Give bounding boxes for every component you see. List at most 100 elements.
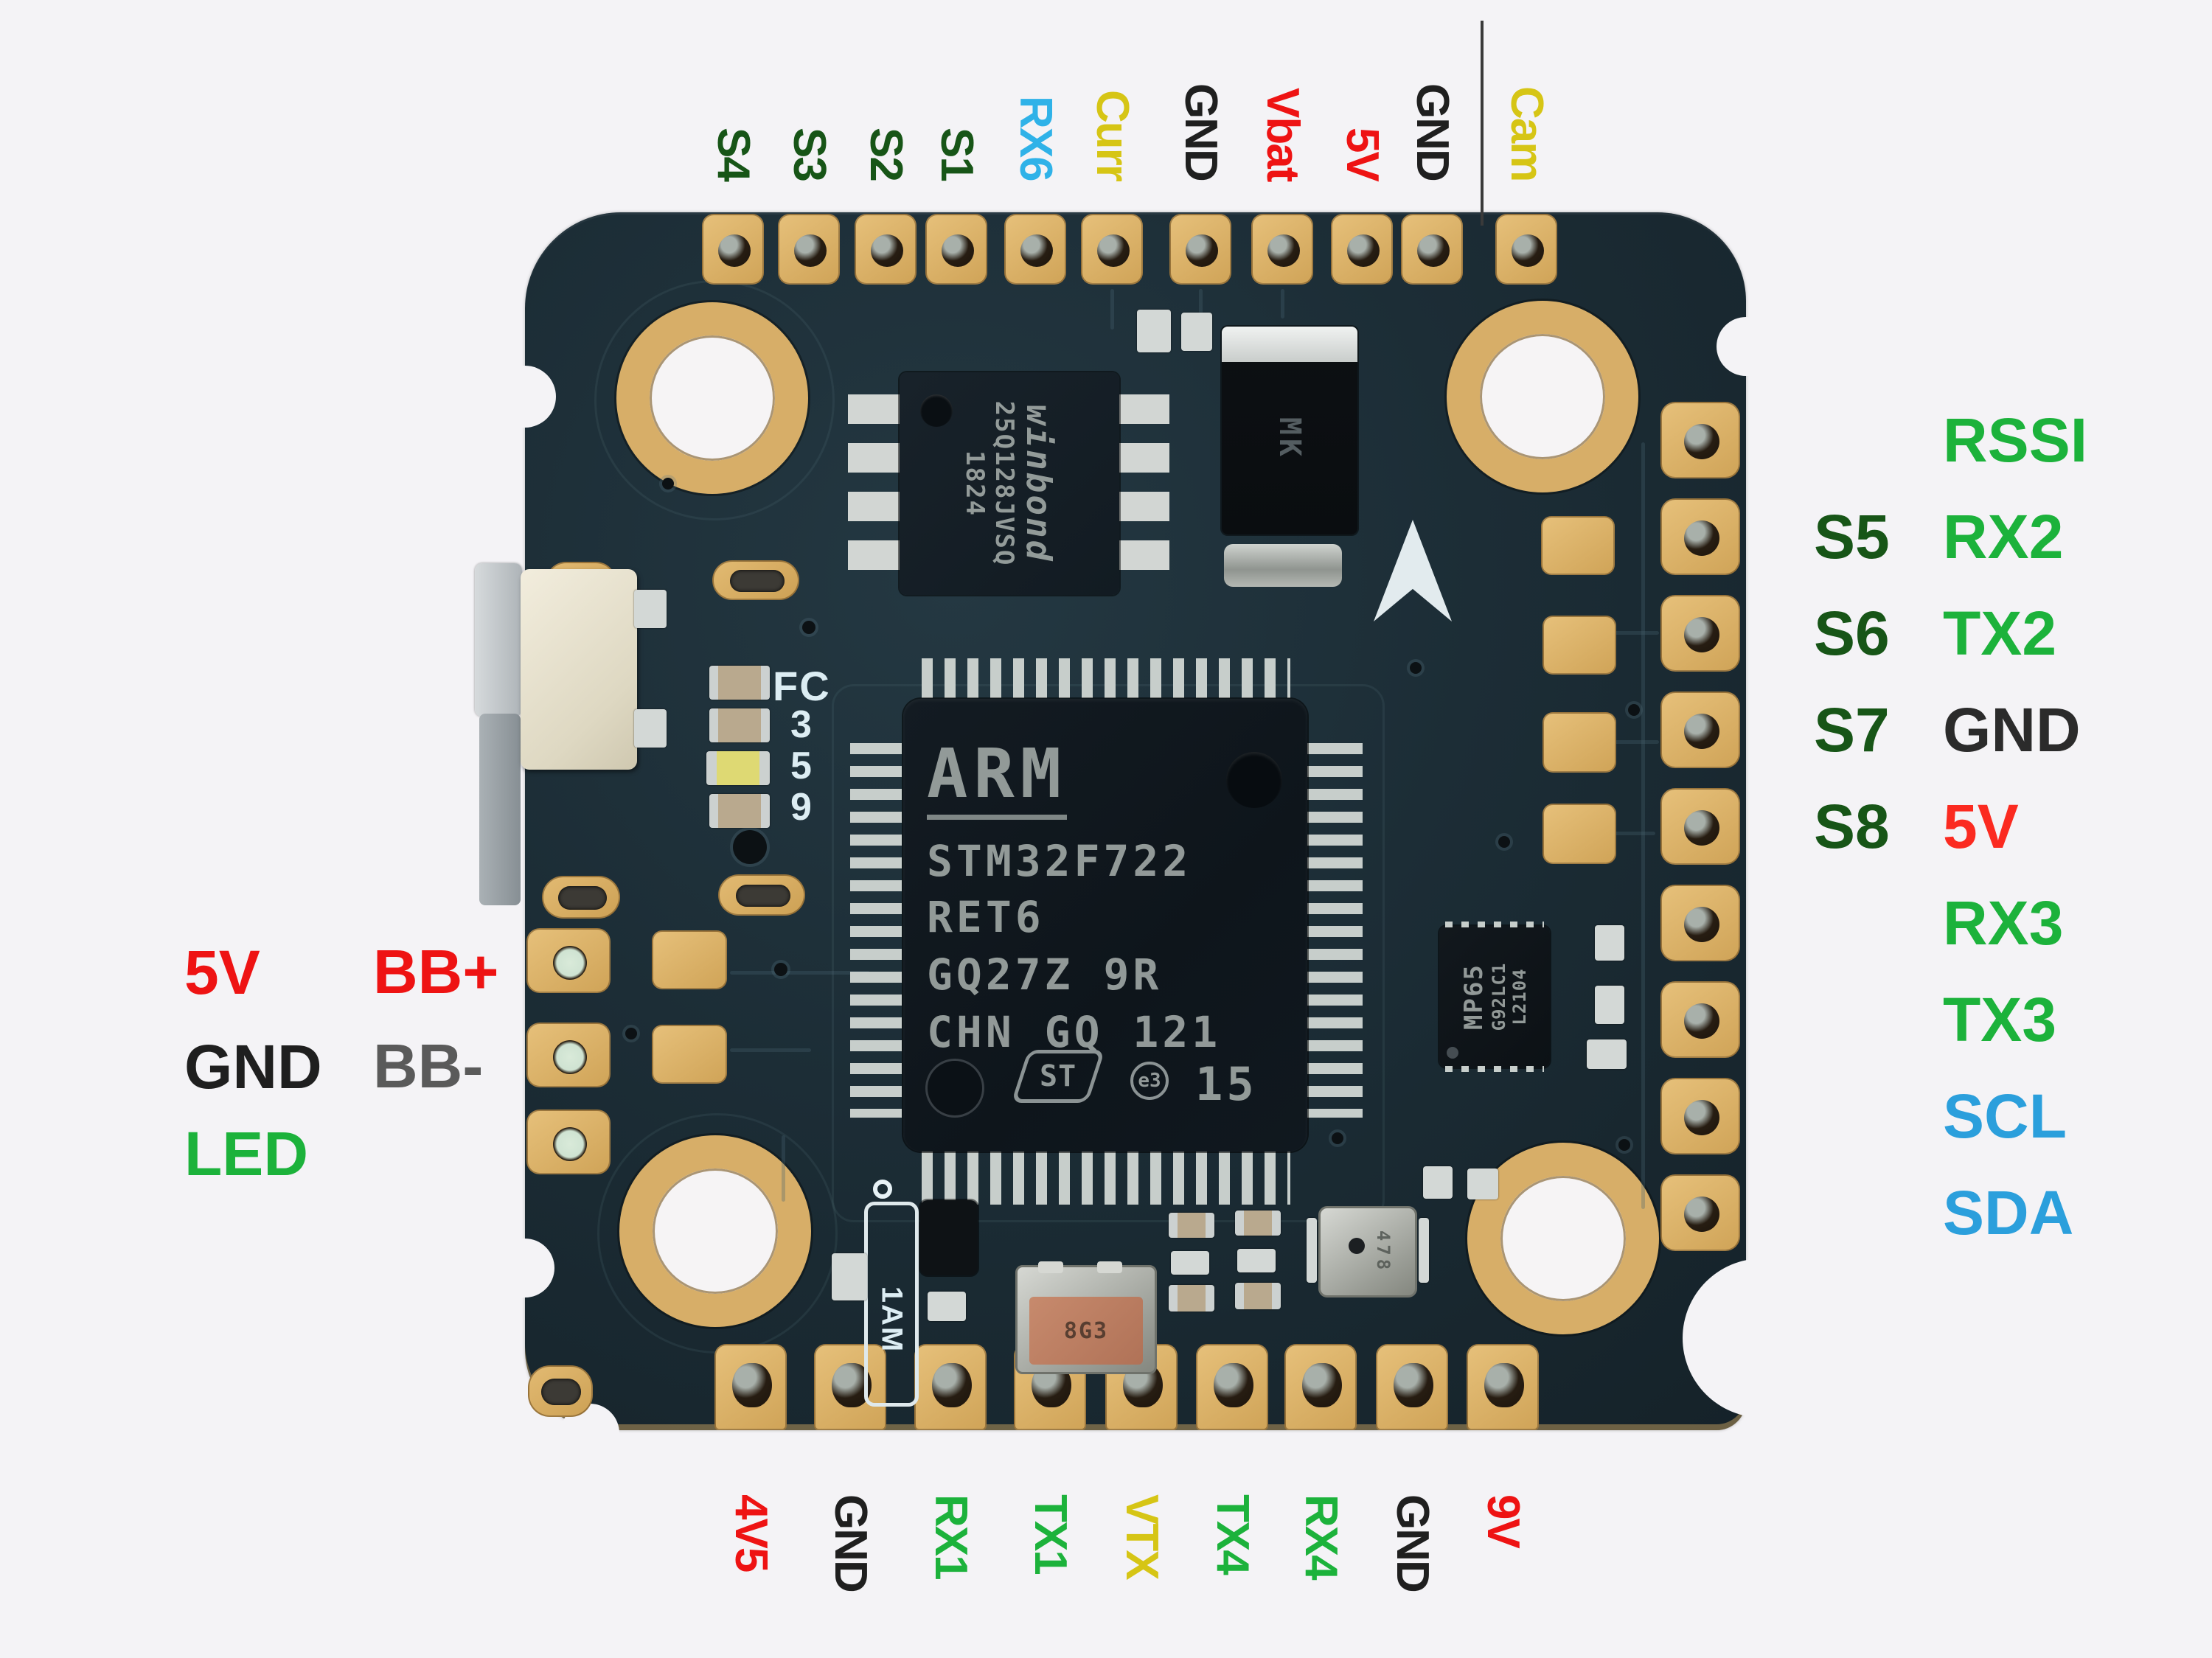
pad-hole [718, 234, 751, 267]
pad-top-s3 [778, 214, 840, 285]
board-notch-right-top [1717, 317, 1775, 376]
pad-top-cam [1495, 214, 1557, 285]
pad-bottom-gnd [1376, 1344, 1448, 1430]
gyro-part: MP65 [1459, 964, 1489, 1030]
status-led [709, 666, 770, 700]
board-notch-left-top [494, 366, 556, 428]
cam-group-divider [1481, 21, 1484, 226]
pad-right-tx2 [1660, 595, 1740, 672]
pin-label-top-s2: S2 [860, 128, 911, 181]
pad-oval [712, 560, 799, 600]
pad-top-gnd [1401, 214, 1463, 285]
pin-label-bottom-9v: 9V [1478, 1494, 1528, 1547]
st-logo: ST [1011, 1050, 1105, 1103]
cert-mark: e3 [1130, 1062, 1169, 1100]
mcu-origin: CHN GQ 121 [927, 1007, 1222, 1057]
pad-top-s4 [702, 214, 764, 285]
pad-hole [1684, 810, 1719, 846]
flash-part: 25Q128JVSQ [990, 400, 1019, 567]
pin-label-left-led: LED [184, 1119, 308, 1188]
pin-label-top-curr: Curr [1087, 90, 1138, 181]
pad-top-s2 [855, 214, 917, 285]
pad-bottom-4v5 [714, 1344, 787, 1430]
pad-square-right [1543, 804, 1616, 864]
transistor [920, 1200, 978, 1275]
mcu-brand: ARM [927, 734, 1068, 820]
silkscreen-ring [873, 1180, 892, 1199]
pin-label-right-rx3: RX3 [1943, 888, 2064, 958]
silkscreen-fc-digits: 3 5 9 [790, 703, 812, 829]
pin-label-top-gnd: GND [1175, 83, 1226, 181]
pin-label-top-5v: 5V [1337, 128, 1388, 181]
pad-hole [1684, 907, 1719, 942]
pin-label-left-gnd: GND [184, 1032, 322, 1101]
pad-hole [1267, 234, 1300, 267]
diode: MK [1222, 327, 1357, 534]
pin-label-right-scl: SCL [1943, 1081, 2067, 1151]
pad-left-led [526, 1110, 611, 1174]
pad-hole [932, 1363, 972, 1407]
pad-bottom-rx4 [1284, 1344, 1357, 1430]
pin-label-left-bbplus: BB+ [373, 937, 499, 1006]
mcu-batch: 15 [1195, 1057, 1258, 1111]
mounting-hole-top-right [1447, 301, 1638, 492]
pad-top-gnd [1169, 214, 1231, 285]
pin-label-top-cam: Cam [1501, 86, 1552, 181]
pad-right-rssi [1660, 402, 1740, 478]
pad-left-bbminus [652, 1025, 727, 1084]
flash-chip: winbond 25Q128JVSQ 1824 [900, 372, 1119, 595]
pin-label-right-rssi: RSSI [1943, 405, 2088, 475]
mcu-part-number: STM32F722 [927, 836, 1192, 886]
flash-date: 1824 [960, 450, 990, 517]
pad-top-s1 [925, 214, 987, 285]
pad-left-bbplus [652, 930, 727, 989]
pin-label-top-rx6: RX6 [1010, 96, 1061, 181]
pin-label-right-s6: S6 [1814, 599, 1890, 668]
pad-right-rx3 [1660, 885, 1740, 961]
pin-label-right-s5: S5 [1814, 502, 1890, 571]
pin-label-bottom-tx1: TX1 [1025, 1494, 1076, 1574]
pad-bottom-rx1 [914, 1344, 987, 1430]
pad-hole [1097, 234, 1130, 267]
pad-top-5v [1331, 214, 1393, 285]
pad-hole [1186, 234, 1218, 267]
pin-label-top-s1: S1 [931, 128, 982, 181]
transistor-marking: 1AM [875, 1286, 908, 1354]
pin-label-right-s7: S7 [1814, 695, 1890, 764]
pad-top-vbat [1251, 214, 1313, 285]
pad-bottom-gnd [814, 1344, 886, 1430]
pin-label-top-s4: S4 [708, 128, 759, 181]
pad-hole [1512, 234, 1544, 267]
pad-left-gnd [526, 1023, 611, 1087]
pin-label-right-5v: 5V [1943, 792, 2019, 861]
pad-hole [553, 1127, 587, 1161]
pin-label-right-gnd: GND [1943, 695, 2081, 764]
mcu-chip: ARM STM32F722 RET6 GQ27Z 9R CHN GQ 121 S… [903, 699, 1307, 1152]
mcu-lot-code: GQ27Z 9R [927, 950, 1163, 1000]
pin-label-right-rx2: RX2 [1943, 502, 2064, 571]
boot-switch-body[interactable] [521, 569, 637, 770]
pin-label-bottom-gnd: GND [1387, 1494, 1438, 1592]
pad-right-tx3 [1660, 981, 1740, 1058]
pad-hole [1684, 714, 1719, 749]
pad-hole [871, 234, 903, 267]
pad-hole [732, 1363, 772, 1407]
pin-label-bottom-rx1: RX1 [925, 1494, 976, 1579]
pad-square-right [1541, 516, 1615, 575]
pad-hole [794, 234, 827, 267]
pad-top-rx6 [1004, 214, 1066, 285]
boot-switch-lever[interactable] [475, 563, 522, 717]
gyro-date: L2104 [1509, 968, 1530, 1025]
silkscreen-fc-label: FC [773, 663, 831, 709]
pad-hole [942, 234, 974, 267]
status-led [709, 708, 770, 742]
pad-right-rx2 [1660, 498, 1740, 575]
pin-label-top-vbat: Vbat [1257, 87, 1308, 181]
pin-label-right-tx2: TX2 [1943, 599, 2057, 668]
pin-label-bottom-4v5: 4V5 [726, 1494, 776, 1572]
pin-label-right-s8: S8 [1814, 792, 1890, 861]
pad-right-gnd [1660, 692, 1740, 768]
pad-bottom-tx4 [1196, 1344, 1268, 1430]
pad-hole [553, 946, 587, 980]
